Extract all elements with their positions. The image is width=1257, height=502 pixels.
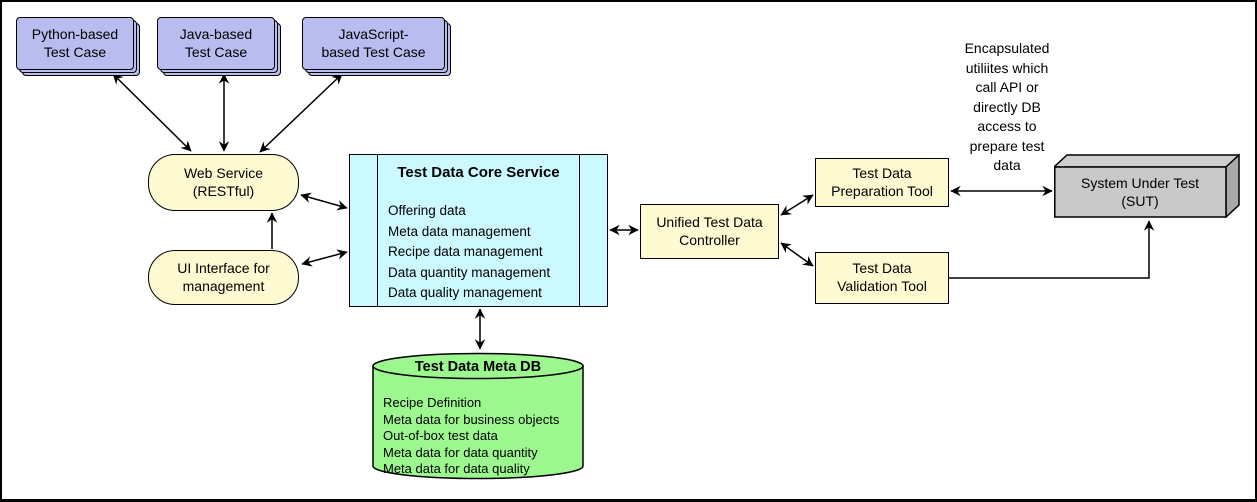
arrow-python-web-service [112,73,192,152]
meta-db-item: Recipe Definition [383,395,482,410]
meta-db-list: Recipe Definition Meta data for business… [383,395,559,478]
test-case-java-label: Java-based Test Case [157,17,275,70]
unified-test-data-controller-box: Unified Test Data Controller [640,204,779,259]
test-case-python-box: Python-based Test Case [16,17,140,76]
ui-interface-node: UI Interface for management [148,250,299,305]
core-service-item: Recipe data management [388,244,543,259]
arrow-controller-validation-tool [780,242,814,267]
core-service-title: Test Data Core Service [397,164,560,181]
test-case-javascript-label: JavaScript- based Test Case [302,17,445,70]
system-under-test-box: System Under Test (SUT) [1052,153,1241,219]
arrow-controller-preparation-tool [780,194,814,216]
arrow-javascript-web-service [259,73,343,153]
test-case-python-label: Python-based Test Case [16,17,134,70]
core-service-item: Meta data management [388,223,531,239]
sut-label: System Under Test (SUT) [1080,174,1199,209]
sut-3d-shape [1052,153,1241,219]
cylinder-shape [372,352,584,480]
web-service-node: Web Service (RESTful) [148,154,299,211]
test-data-preparation-tool-box: Test Data Preparation Tool [815,158,949,207]
test-data-core-service-box: Test Data Core Service Offering data Met… [349,154,608,307]
meta-db-item: Meta data for data quality [383,461,530,476]
encapsulated-utilities-note: Encapsulated utiliites which call API or… [964,40,1050,173]
core-left-divider [377,155,379,306]
core-service-item: Data quantity management [388,264,551,280]
arrow-ui-interface-core [301,249,348,267]
meta-db-item: Meta data for business objects [383,411,560,427]
meta-db-title: Test Data Meta DB [414,359,542,375]
test-case-javascript-box: JavaScript- based Test Case [302,17,451,76]
test-data-validation-tool-box: Test Data Validation Tool [815,252,949,304]
test-case-java-box: Java-based Test Case [157,17,281,76]
core-service-item: Offering data [388,203,466,218]
meta-db-item: Meta data for data quantity [383,444,538,460]
test-data-meta-db-cylinder: Test Data Meta DB Recipe Definition Meta… [372,352,584,480]
core-service-item: Data quality management [388,285,542,300]
core-right-divider [578,155,580,306]
arrow-validation-tool-sut [949,220,1155,279]
meta-db-item: Out-of-box test data [383,428,498,443]
arrow-web-service-core [300,192,348,211]
core-service-list: Offering data Meta data management Recip… [388,201,550,304]
